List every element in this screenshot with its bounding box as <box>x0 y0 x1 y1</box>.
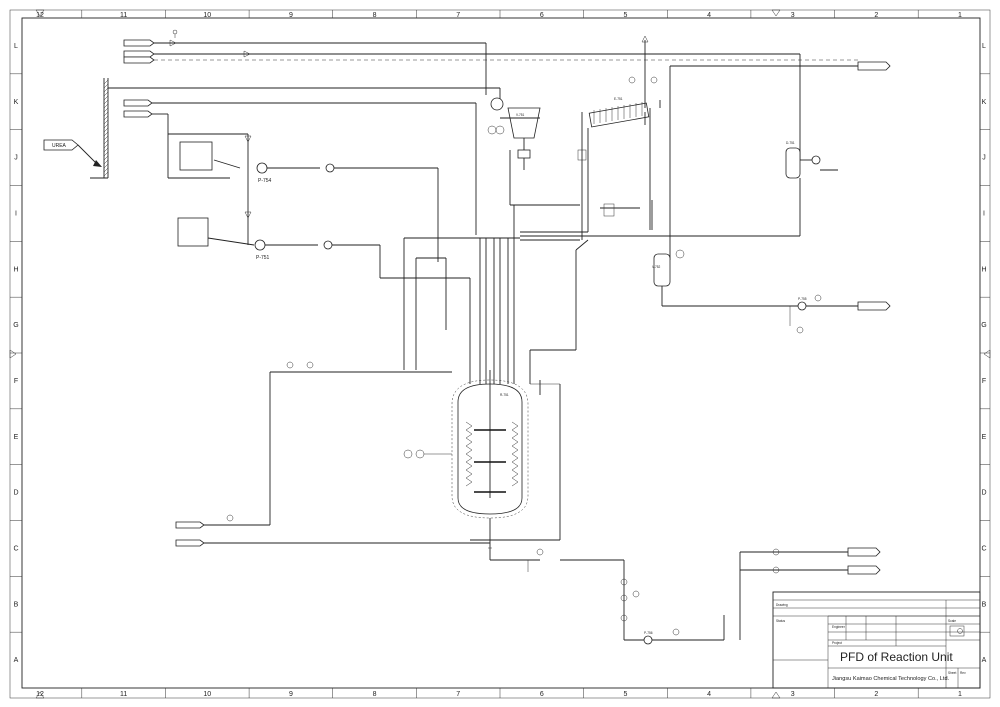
grid-col-label: 2 <box>874 12 878 19</box>
tank-and-pump-p754: P-754 <box>168 133 439 262</box>
grid-row-label: L <box>982 43 986 50</box>
grid-col-label: 10 <box>203 691 211 698</box>
vent-and-top-right <box>600 35 891 260</box>
bottom-pump-section: P-756 <box>560 547 881 645</box>
grid-row-label: H <box>13 266 18 273</box>
grid-row-label: C <box>13 545 18 552</box>
grid-col-label: 6 <box>540 691 544 698</box>
pump-p751 <box>254 239 266 251</box>
grid-col-label: 9 <box>289 691 293 698</box>
grid-row-label: H <box>981 266 986 273</box>
grid-row-label: G <box>13 322 18 329</box>
urea-label: UREA <box>52 143 67 149</box>
grid-col-label: 8 <box>373 691 377 698</box>
grid-row-label: G <box>981 322 986 329</box>
grid-row-label: K <box>14 99 19 106</box>
grid-col-label: 12 <box>36 691 44 698</box>
grid-row-label: D <box>981 490 986 497</box>
p754-label: P-754 <box>258 178 272 184</box>
grid-col-label: 7 <box>456 12 460 19</box>
grid-column-labels-bottom: 12 11 10 9 8 7 6 5 4 3 2 1 <box>36 688 962 698</box>
grid-col-label: 1 <box>958 691 962 698</box>
vessel-v752-and-p755: V-752 P-755 <box>652 249 891 334</box>
grid-row-label: L <box>14 43 18 50</box>
tb-status-label: Status <box>776 619 785 623</box>
grid-row-label: A <box>982 657 987 664</box>
storage-tank-1 <box>179 141 213 171</box>
grid-col-label: 11 <box>120 691 127 698</box>
tb-scale-label: Scale <box>948 619 956 623</box>
grid-col-label: 1 <box>958 12 962 19</box>
urea-feed-tag <box>43 139 79 151</box>
grid-row-label: E <box>982 434 987 441</box>
top-feed-lines <box>123 29 860 160</box>
tb-sheet-label: Sheet <box>948 671 956 675</box>
urea-feed: UREA <box>43 78 501 179</box>
tank-and-pump-p751: P-751 <box>177 217 470 279</box>
grid-row-label: A <box>14 657 19 664</box>
grid-row-label: I <box>15 210 17 217</box>
tb-engineer-label: Engineer <box>832 625 846 629</box>
grid-col-label: 4 <box>707 12 711 19</box>
pump-p755 <box>797 301 807 311</box>
grid-row-label: F <box>982 378 986 385</box>
left-feed-to-reactor <box>175 361 490 547</box>
centering-marks <box>9 9 991 699</box>
grid-col-label: 6 <box>540 12 544 19</box>
p756-label: P-756 <box>644 631 653 635</box>
grid-row-label: B <box>982 601 987 608</box>
grid-col-label: 2 <box>874 691 878 698</box>
heat-exchanger-e751: E-751 <box>577 97 650 240</box>
tb-project-label: Project <box>832 641 842 645</box>
grid-col-label: 5 <box>624 691 628 698</box>
reactor-r751: R-751 <box>403 205 589 572</box>
grid-row-labels-right: L K J I H G F E D C B A <box>980 43 990 664</box>
grid-row-label: B <box>14 601 19 608</box>
grid-col-label: 11 <box>120 12 127 19</box>
grid-row-labels-left: L K J I H G F E D C B A <box>10 43 22 664</box>
drum-d751: D-751 <box>520 141 838 237</box>
grid-row-label: E <box>14 434 19 441</box>
left-feed-tags <box>123 99 477 235</box>
e751-label: E-751 <box>614 97 623 101</box>
p755-label: P-755 <box>798 297 807 301</box>
pump-p754 <box>256 162 268 174</box>
grid-col-label: 3 <box>791 691 795 698</box>
grid-col-label: 7 <box>456 691 460 698</box>
grid-row-label: F <box>14 378 18 385</box>
grid-row-label: I <box>983 210 985 217</box>
grid-col-label: 10 <box>203 12 211 19</box>
storage-tank-2 <box>177 217 209 247</box>
grid-row-label: D <box>13 490 18 497</box>
grid-row-label: J <box>14 155 18 162</box>
title-block: Drawing Status Engineer Project Scale Sh… <box>772 591 981 689</box>
grid-col-label: 9 <box>289 12 293 19</box>
grid-col-label: 8 <box>373 12 377 19</box>
p751-label: P-751 <box>256 255 270 261</box>
grid-col-label: 5 <box>624 12 628 19</box>
tb-rev-label: Rev <box>960 671 966 675</box>
r751-label: R-751 <box>500 393 509 397</box>
grid-col-label: 4 <box>707 691 711 698</box>
grid-col-label: 3 <box>791 12 795 19</box>
pump-p756 <box>643 635 653 645</box>
grid-row-label: C <box>981 545 986 552</box>
tb-drawing-label: Drawing <box>776 603 788 607</box>
grid-row-label: K <box>982 99 987 106</box>
company-name: Jiangsu Kaimao Chemical Technology Co., … <box>832 676 950 682</box>
d751-label: D-751 <box>786 141 795 145</box>
hopper-v751: V-751 <box>487 97 580 206</box>
v752-label: V-752 <box>652 265 661 269</box>
drawing-title: PFD of Reaction Unit <box>840 650 953 664</box>
v751-label: V-751 <box>516 113 525 117</box>
grid-row-label: J <box>982 155 986 162</box>
